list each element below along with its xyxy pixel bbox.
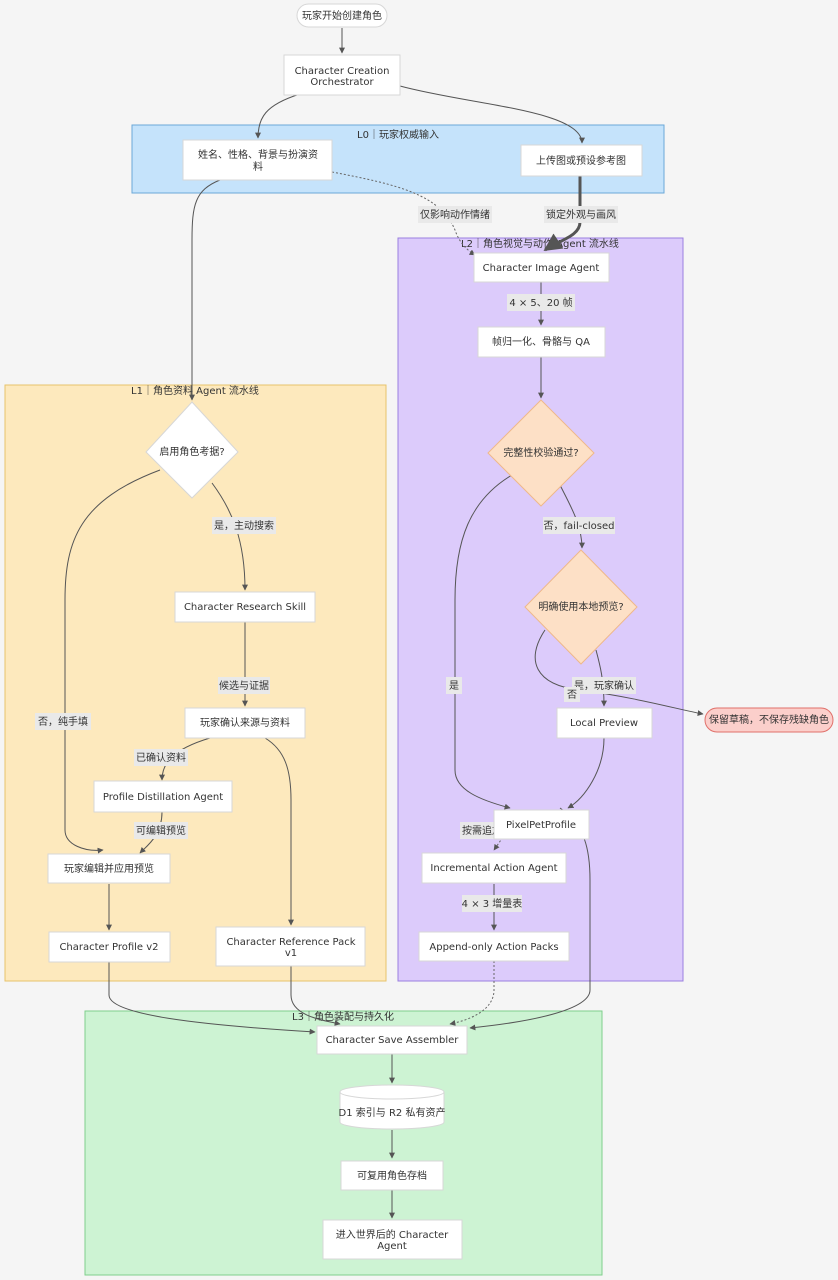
confirm-sources-label: 玩家确认来源与资料 (200, 716, 290, 729)
label-grid-frames: 4 × 5、20 帧 (509, 296, 572, 309)
edge-profile-v2-assembler (108, 962, 316, 1035)
local-preview-label: Local Preview (570, 718, 638, 729)
image-agent-label: Character Image Agent (483, 263, 600, 274)
start-node: 玩家开始创建角色 (296, 3, 388, 28)
label-lock-look: 锁定外观与画风 (546, 208, 616, 221)
pixel-profile-node: PixelPetProfile (493, 809, 590, 840)
edge-orchestrator-image-input (399, 85, 585, 144)
profile-input-label-line2: 料 (253, 160, 263, 173)
normalize-label: 帧归一化、骨骼与 QA (492, 335, 590, 348)
normalize-node: 帧归一化、骨骼与 QA (477, 326, 606, 358)
reference-pack-label-line1: Character Reference Pack (226, 937, 355, 948)
storage-node: D1 索引与 R2 私有资产 (339, 1084, 446, 1130)
local-preview-node: Local Preview (556, 707, 653, 739)
image-input-label: 上传图或预设参考图 (536, 154, 626, 167)
edge-decision-integrity-fail (559, 484, 585, 549)
draft-node: 保留草稿，不保存残缺角色 (704, 707, 834, 733)
decision-research-node: 启用角色考据? (145, 401, 239, 499)
profile-v2-node: Character Profile v2 (48, 931, 171, 963)
decision-integrity-node: 完整性校验通过? (487, 399, 595, 507)
edge-local-preview-pixel-profile (567, 737, 605, 809)
label-confirmed: 已确认资料 (136, 751, 186, 764)
label-editable-preview: 可编辑预览 (136, 824, 186, 837)
decision-integrity-label: 完整性校验通过? (503, 446, 578, 459)
profile-input-label-line1: 姓名、性格、背景与扮演资 (198, 148, 318, 161)
action-packs-node: Append-only Action Packs (418, 931, 570, 962)
edge-labels: 仅影响动作情绪 锁定外观与画风 4 × 5、20 帧 是，主动搜索 候选与证据 … (35, 206, 636, 912)
edge-orchestrator-profile-input (255, 93, 301, 139)
image-agent-node: Character Image Agent (473, 252, 610, 283)
label-increment-table: 4 × 3 增量表 (462, 897, 523, 910)
storage-label: D1 索引与 R2 私有资产 (339, 1106, 446, 1119)
edge-decision-integrity-yes (454, 474, 513, 810)
research-skill-label: Character Research Skill (184, 602, 306, 613)
edge-decision-local-yes (595, 649, 607, 707)
edit-preview-node: 玩家编辑并应用预览 (47, 853, 171, 884)
assembler-node: Character Save Assembler (316, 1025, 468, 1055)
pixel-profile-label: PixelPetProfile (506, 820, 576, 831)
reference-pack-node: Character Reference Pack v1 (215, 926, 366, 967)
orchestrator-label-line2: Orchestrator (310, 77, 374, 88)
edit-preview-label: 玩家编辑并应用预览 (64, 862, 154, 875)
edge-confirm-reference-pack (264, 737, 294, 926)
distillation-node: Profile Distillation Agent (93, 780, 233, 813)
label-fail-closed: 否，fail-closed (544, 520, 615, 532)
profile-input-node: 姓名、性格、背景与扮演资 料 (182, 139, 333, 181)
lane-l0-title: L0｜玩家权威输入 (357, 128, 439, 141)
label-motion-only: 仅影响动作情绪 (420, 208, 490, 221)
orchestrator-label-line1: Character Creation (295, 66, 390, 77)
draft-node-label: 保留草稿，不保存残缺角色 (709, 713, 829, 726)
edges (64, 28, 704, 1219)
reusable-save-node: 可复用角色存档 (340, 1160, 444, 1191)
lane-l3-title: L3｜角色装配与持久化 (292, 1010, 394, 1023)
label-no-manual: 否，纯手填 (38, 715, 88, 728)
decision-research-label: 启用角色考据? (159, 445, 224, 458)
start-node-label: 玩家开始创建角色 (302, 9, 382, 22)
reusable-save-label: 可复用角色存档 (357, 1169, 427, 1182)
edge-profile-input-decision (189, 179, 221, 401)
distillation-label: Profile Distillation Agent (103, 792, 223, 803)
research-skill-node: Character Research Skill (174, 591, 316, 623)
profile-v2-label: Character Profile v2 (59, 942, 158, 953)
lane-l1-title: L1｜角色资料 Agent 流水线 (131, 384, 259, 397)
label-no: 否 (567, 689, 577, 701)
action-packs-label: Append-only Action Packs (429, 942, 558, 953)
edge-action-packs-assembler (449, 961, 495, 1026)
label-candidates: 候选与证据 (219, 679, 269, 692)
world-agent-node: 进入世界后的 Character Agent (322, 1219, 463, 1260)
world-agent-label-line1: 进入世界后的 Character (336, 1228, 449, 1241)
orchestrator-node: Character Creation Orchestrator (283, 54, 401, 96)
reference-pack-label-line2: v1 (285, 948, 297, 959)
incremental-agent-label: Incremental Action Agent (430, 863, 557, 874)
assembler-label: Character Save Assembler (326, 1035, 460, 1046)
label-yes-confirm: 是，玩家确认 (574, 679, 634, 692)
confirm-sources-node: 玩家确认来源与资料 (184, 707, 306, 739)
edge-reference-pack-assembler (290, 966, 341, 1026)
label-yes-search: 是，主动搜索 (214, 519, 274, 532)
label-yes: 是 (449, 680, 459, 692)
world-agent-label-line2: Agent (377, 1241, 407, 1252)
decision-local-label: 明确使用本地预览? (538, 600, 623, 613)
edge-decision-research-no (64, 469, 161, 854)
lane-l2-title: L2｜角色视觉与动作 Agent 流水线 (461, 237, 619, 250)
image-input-node: 上传图或预设参考图 (520, 144, 643, 177)
incremental-agent-node: Incremental Action Agent (421, 852, 567, 884)
decision-local-node: 明确使用本地预览? (524, 549, 638, 665)
